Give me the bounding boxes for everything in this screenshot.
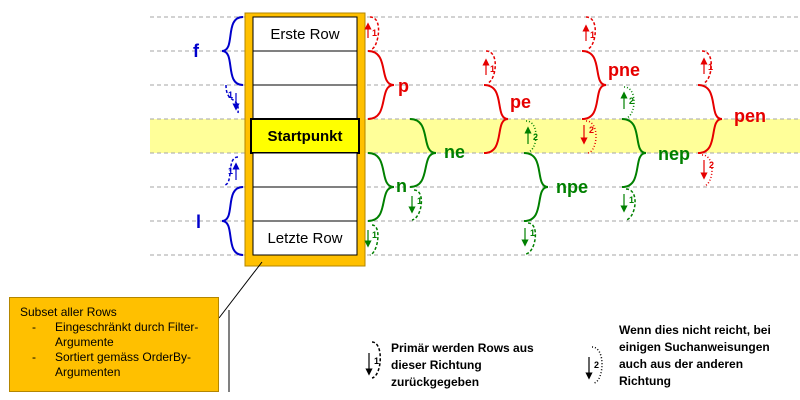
red-down-step-pen: 2 bbox=[700, 154, 714, 187]
last-row-label: Letzte Row bbox=[267, 230, 342, 247]
red-up-step-p: 1 bbox=[364, 16, 380, 50]
row-cell-last bbox=[252, 220, 358, 256]
label-n: n bbox=[396, 176, 407, 196]
svg-text:2: 2 bbox=[629, 96, 634, 106]
legend-secondary-symbol: 2 bbox=[585, 346, 603, 384]
group-pe bbox=[483, 84, 509, 154]
blue-up-step: 1 bbox=[223, 156, 240, 186]
svg-text:1: 1 bbox=[372, 230, 377, 240]
legend-primary-symbol: 1 bbox=[365, 341, 381, 379]
green-down-step-ne: 1 bbox=[408, 189, 423, 221]
label-nep: nep bbox=[658, 144, 690, 164]
subset-item-text: Eingeschränkt durch Filter-Argumente bbox=[55, 320, 199, 349]
subset-item-filter: - Eingeschränkt durch Filter-Argumente bbox=[20, 320, 212, 350]
svg-text:1: 1 bbox=[228, 90, 233, 100]
group-pen bbox=[697, 84, 723, 154]
group-p bbox=[367, 50, 395, 120]
label-p: p bbox=[398, 76, 409, 96]
green-down-step-npe: 1 bbox=[521, 222, 537, 255]
group-n bbox=[367, 152, 395, 222]
label-f: f bbox=[193, 41, 200, 61]
first-row-label: Erste Row bbox=[270, 26, 339, 43]
green-down-step-n: 1 bbox=[364, 224, 379, 256]
red-up-step-pen: 1 bbox=[700, 50, 713, 84]
svg-text:1: 1 bbox=[490, 64, 495, 74]
label-l: l bbox=[196, 212, 201, 232]
subset-title: Subset aller Rows bbox=[20, 305, 117, 319]
subset-item-orderby: - Sortiert gemäss OrderBy-Argumenten bbox=[20, 350, 212, 380]
group-ne bbox=[409, 118, 437, 188]
bullet-dash: - bbox=[32, 350, 36, 364]
blue-down-step: 1 bbox=[225, 84, 240, 114]
green-up-step-npe: 2 bbox=[524, 120, 538, 153]
group-nep bbox=[621, 118, 647, 188]
group-l bbox=[221, 186, 244, 256]
label-pen: pen bbox=[734, 106, 766, 126]
red-up-step-pne: 1 bbox=[582, 16, 596, 50]
subset-list: - Eingeschränkt durch Filter-Argumente -… bbox=[20, 320, 212, 380]
subset-item-text: Sortiert gemäss OrderBy-Argumenten bbox=[55, 350, 192, 379]
svg-text:2: 2 bbox=[533, 132, 538, 142]
svg-text:1: 1 bbox=[629, 195, 634, 205]
row-cell-6 bbox=[252, 186, 358, 222]
label-pe: pe bbox=[510, 92, 531, 112]
row-cell-2 bbox=[252, 50, 358, 86]
svg-text:1: 1 bbox=[530, 228, 535, 238]
legend-secondary-text: Wenn dies nicht reicht, bei einigen Such… bbox=[619, 323, 771, 388]
svg-text:1: 1 bbox=[590, 30, 595, 40]
subset-info-box: Subset aller Rows - Eingeschränkt durch … bbox=[9, 297, 219, 392]
label-ne: ne bbox=[444, 142, 465, 162]
row-cell-start bbox=[250, 118, 360, 154]
row-cell-first bbox=[252, 16, 358, 52]
red-down-step-pne: 2 bbox=[580, 120, 597, 154]
green-up-step-nep: 2 bbox=[620, 86, 635, 119]
label-npe: npe bbox=[556, 177, 588, 197]
svg-text:2: 2 bbox=[709, 160, 714, 170]
row-table: Erste Row Startpunkt Letzte Row bbox=[244, 12, 366, 267]
svg-text:1: 1 bbox=[417, 196, 422, 206]
row-cell-5 bbox=[252, 152, 358, 188]
svg-text:2: 2 bbox=[589, 125, 594, 135]
red-up-step-pe: 1 bbox=[482, 50, 496, 84]
label-pne: pne bbox=[608, 60, 640, 80]
svg-text:2: 2 bbox=[594, 360, 599, 370]
svg-text:1: 1 bbox=[374, 356, 379, 366]
legend-primary-text: Primär werden Rows aus dieser Richtung z… bbox=[391, 341, 534, 389]
group-pne bbox=[581, 50, 607, 120]
svg-text:1: 1 bbox=[372, 28, 377, 38]
group-f bbox=[221, 16, 244, 86]
row-cell-3 bbox=[252, 84, 358, 120]
subset-callout-line bbox=[218, 261, 263, 319]
svg-text:1: 1 bbox=[228, 166, 233, 176]
svg-text:1: 1 bbox=[708, 62, 713, 72]
start-row-label: Startpunkt bbox=[268, 128, 343, 145]
group-npe bbox=[523, 152, 549, 222]
bullet-dash: - bbox=[32, 320, 36, 334]
green-down-step-nep: 1 bbox=[620, 188, 636, 221]
